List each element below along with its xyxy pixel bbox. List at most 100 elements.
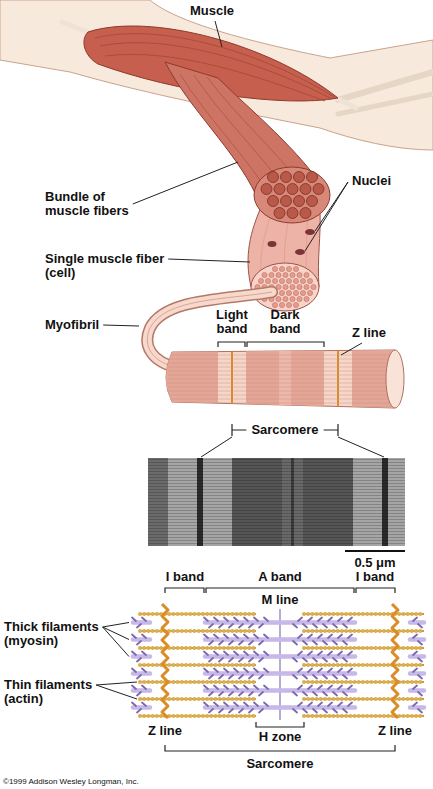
myosin-head	[244, 635, 248, 639]
fascicle-end	[294, 172, 305, 183]
myosin-head	[137, 641, 141, 645]
myosin-head	[224, 669, 228, 673]
myosin-head	[239, 692, 243, 696]
structure-label: Z line	[352, 326, 386, 340]
actin-backbone	[395, 630, 424, 632]
myofilament-line	[168, 355, 400, 356]
myofibril-end	[276, 296, 281, 301]
myosin-head	[132, 635, 136, 639]
fascicle-end	[313, 184, 324, 195]
fascicle-end	[274, 208, 285, 219]
myofibril-end	[262, 272, 267, 277]
myosin-head	[348, 686, 352, 690]
myosin-head	[209, 709, 213, 713]
myosin-head	[204, 652, 208, 656]
myosin-head	[264, 669, 268, 673]
myosin-head	[244, 703, 248, 707]
band-label: Light band	[210, 308, 254, 336]
myosin-head	[303, 709, 307, 713]
myosin-head	[219, 675, 223, 679]
actin-backbone	[140, 613, 165, 615]
myosin-head	[293, 675, 297, 679]
actin-backbone	[395, 715, 424, 717]
myosin-head	[313, 658, 317, 662]
leader-line	[103, 627, 129, 657]
myosin-head	[214, 618, 218, 622]
actin-backbone	[165, 647, 256, 649]
myofibril	[147, 292, 404, 415]
actin-beads	[304, 697, 395, 701]
myosin-head	[264, 618, 268, 622]
myosin-head	[229, 709, 233, 713]
fascicle-ends	[261, 172, 324, 219]
myofibril-end	[258, 278, 263, 283]
myosin-head	[323, 658, 327, 662]
myosin-head	[209, 624, 213, 628]
fascicle-end	[307, 172, 318, 183]
myofibril-end	[304, 272, 309, 277]
myosin-head	[219, 709, 223, 713]
myosin-head	[209, 692, 213, 696]
myofibril-end	[307, 290, 312, 295]
fascicle-end	[281, 172, 292, 183]
myosin-head	[343, 624, 347, 628]
myosin-head	[348, 635, 352, 639]
myosin-head	[343, 709, 347, 713]
myosin-head	[293, 692, 297, 696]
nucleus	[295, 249, 305, 255]
myofibril-end	[297, 272, 302, 277]
myofilament-line	[168, 367, 400, 368]
myosin-head	[249, 675, 253, 679]
dark-band-bracket	[247, 342, 324, 347]
part-label: Single muscle fiber (cell)	[45, 252, 195, 280]
leader-line	[324, 430, 338, 431]
myosin-head	[132, 703, 136, 707]
actin-beads	[165, 646, 256, 650]
myosin-head	[308, 652, 312, 656]
myosin-head	[413, 635, 417, 639]
myofilament-line	[168, 403, 400, 404]
sarcomere-diagram	[132, 604, 424, 720]
myosin-head	[214, 635, 218, 639]
myosin-head	[244, 686, 248, 690]
myofibril-ends	[255, 266, 316, 307]
myosin-backbone	[410, 654, 424, 659]
myosin-head	[298, 703, 302, 707]
i-band-bracket	[165, 588, 204, 593]
myosin-head	[142, 669, 146, 673]
tendon	[62, 22, 90, 33]
actin-beads	[140, 629, 165, 633]
actin-beads	[304, 714, 395, 718]
actin-beads	[395, 612, 424, 616]
myofibril-end	[290, 284, 295, 289]
myosin-head	[298, 635, 302, 639]
myosin-head	[413, 703, 417, 707]
myosin-head	[219, 641, 223, 645]
actin-beads	[304, 612, 395, 616]
myosin-head	[244, 669, 248, 673]
fascicle-end	[287, 208, 298, 219]
myofilament-line	[168, 387, 400, 388]
myosin-head	[343, 692, 347, 696]
band-label: Dark band	[263, 308, 307, 336]
myofibril-end	[290, 296, 295, 301]
bundle-striation	[207, 77, 310, 195]
band-label: I band	[160, 570, 210, 584]
micrograph-ground	[148, 458, 405, 546]
myosin-head	[264, 703, 268, 707]
myofilament-line	[168, 371, 400, 372]
myosin-head	[214, 652, 218, 656]
myosin-head	[204, 703, 208, 707]
actin-backbone	[304, 664, 395, 666]
myosin-head	[142, 686, 146, 690]
myosin-head	[333, 658, 337, 662]
actin-backbone	[304, 681, 395, 683]
actin-beads	[165, 612, 256, 616]
myofilament-line	[168, 375, 400, 376]
actin-beads	[304, 646, 395, 650]
myosin-head	[308, 669, 312, 673]
m-line	[279, 609, 281, 720]
nucleus	[305, 229, 315, 235]
part-label: Bundle of muscle fibers	[45, 190, 141, 218]
